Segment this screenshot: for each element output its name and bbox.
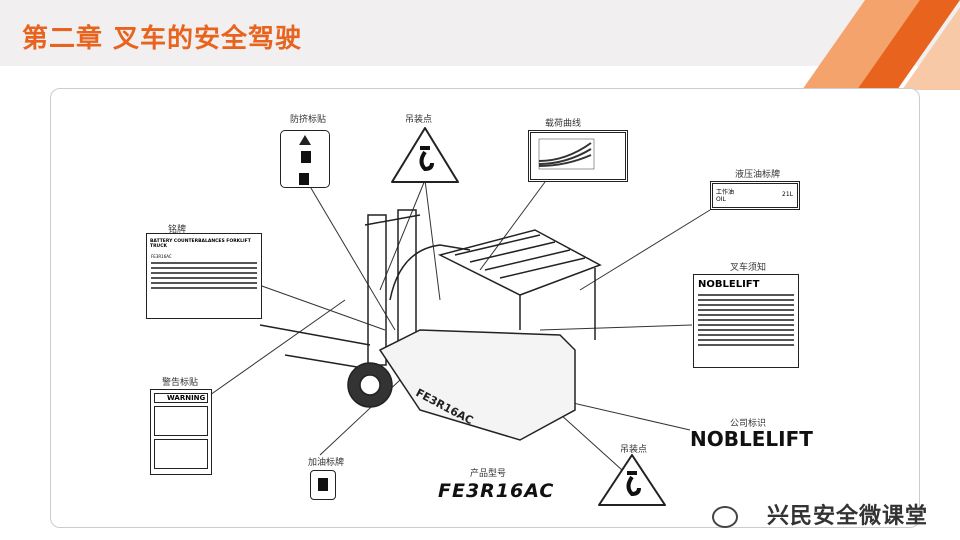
nameplate: BATTERY COUNTERBALANCES FORKLIFT TRUCK F… [146,233,262,319]
forklift-drawing [259,209,602,441]
battery-icon [318,478,328,491]
notice-brand: NOBLELIFT [698,279,760,290]
label-lift-point-bottom: 吊装点 [620,445,648,455]
label-warning: 警告标贴 [162,378,199,388]
warning-sticker: WARNING [150,389,212,475]
wechat-icon [712,506,738,528]
lift-point-icon-bottom [598,454,666,506]
label-product-model: 产品型号 [470,469,507,479]
label-anti-pinch: 防挤标贴 [290,115,327,125]
warning-text: WARNING [154,393,208,403]
oil-en: OIL [716,196,726,203]
nameplate-model: FE3R16AC [151,254,172,259]
company-logo: NOBLELIFT [690,427,813,451]
label-fuel: 加油标牌 [308,458,345,468]
oil-volume: 21L [782,191,793,198]
slide-header: 第二章 叉车的安全驾驶 [0,0,960,90]
label-lift-point-top: 吊装点 [405,115,433,125]
label-notice: 叉车须知 [730,263,767,273]
label-nameplate: 铭牌 [168,225,187,235]
load-curve-chart [528,130,628,182]
anti-pinch-sticker [280,130,330,188]
product-model-code: FE3R16AC [438,480,555,502]
nameplate-heading: BATTERY COUNTERBALANCES FORKLIFT TRUCK [150,239,251,249]
fuel-sticker [310,470,336,500]
label-load-curve: 载荷曲线 [545,119,582,129]
lift-point-icon-top [391,127,459,183]
notice-sticker: NOBLELIFT [693,274,799,368]
oil-cn: 工作油 [716,189,735,196]
hydraulic-oil-plate: 工作油 OIL 21L [710,181,800,210]
slide-title: 第二章 叉车的安全驾驶 [22,24,303,54]
caution-icon [299,135,311,145]
watermark: 兴民安全微课堂 [766,504,928,529]
label-company-logo: 公司标识 [730,419,767,429]
label-hydraulic-oil: 液压油标牌 [735,170,781,180]
